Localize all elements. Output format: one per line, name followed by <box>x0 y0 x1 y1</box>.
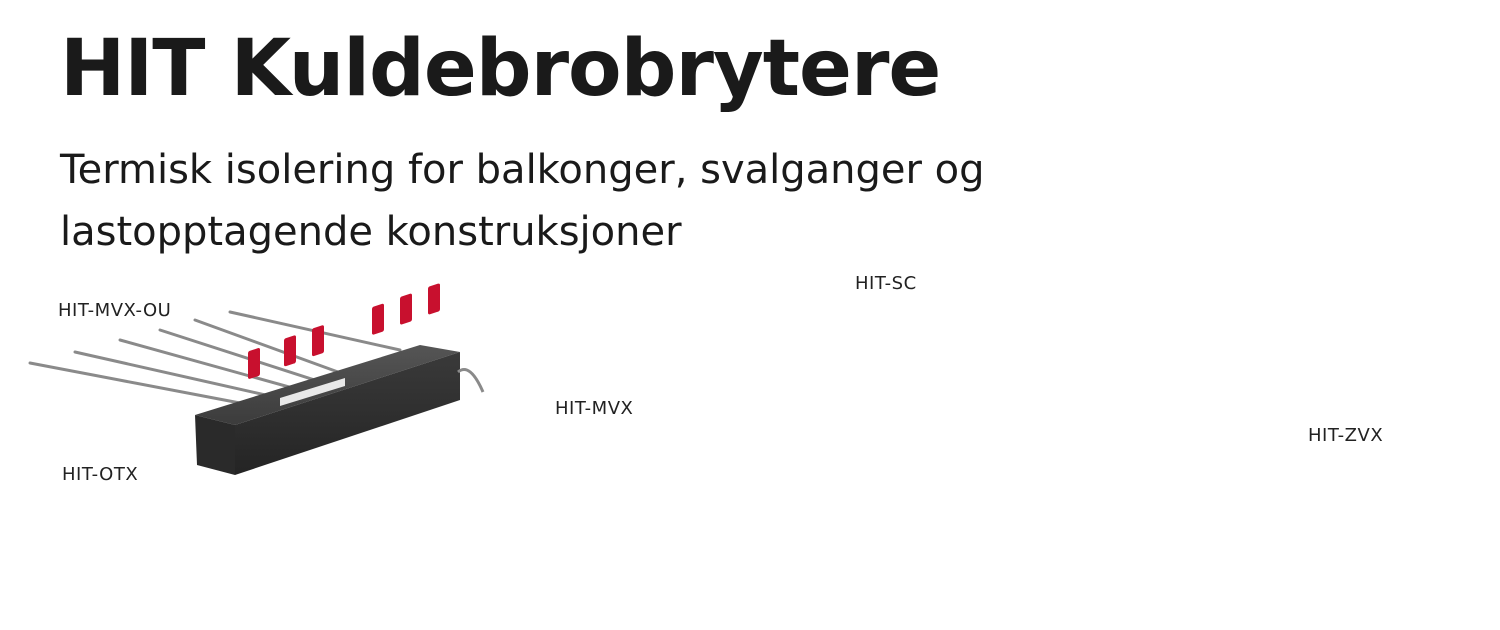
label-hit-otx: HIT-OTX <box>62 464 139 485</box>
page-subtitle-line-1: Termisk isolering for balkonger, svalgan… <box>60 147 985 193</box>
product-hit-mvx-ou <box>28 283 485 475</box>
page-subtitle-line-2: lastopptagende konstruksjoner <box>60 209 682 255</box>
label-hit-sc: HIT-SC <box>855 273 917 294</box>
label-hit-zvx: HIT-ZVX <box>1308 425 1384 446</box>
label-hit-mvx: HIT-MVX <box>555 398 634 419</box>
page-title: HIT Kuldebrobrytere <box>60 24 941 114</box>
label-hit-mvx-ou: HIT-MVX-OU <box>58 300 172 321</box>
